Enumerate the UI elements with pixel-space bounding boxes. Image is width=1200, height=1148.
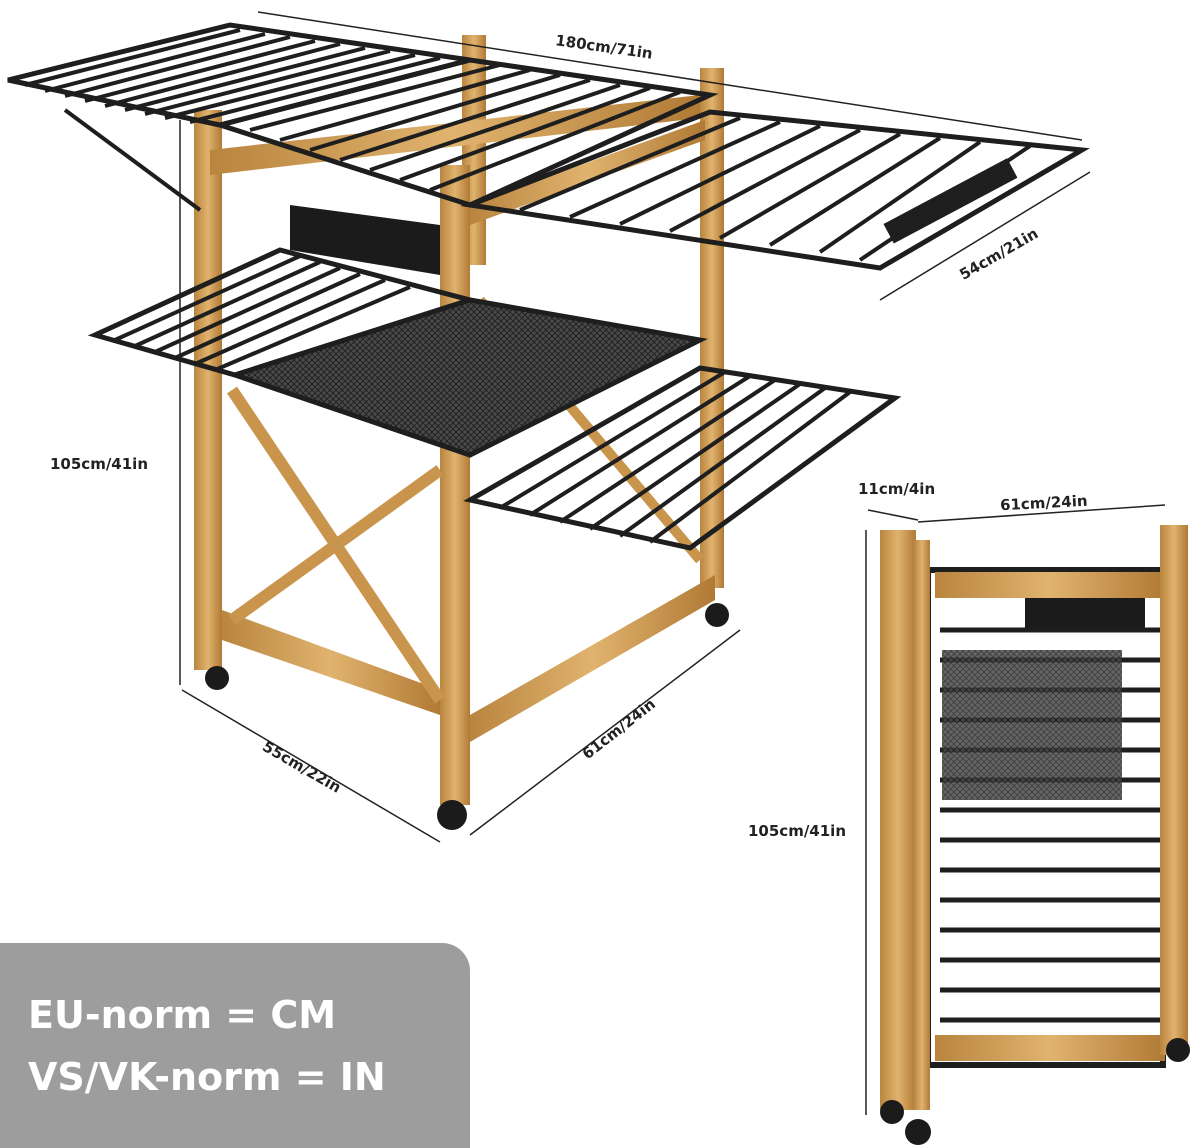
folded-rack [880,525,1190,1145]
dimension-folded-height: 105cm/41in [748,822,847,840]
caster-icon [905,1119,931,1145]
folded-mesh [942,650,1122,800]
mesh-shelf [227,297,708,458]
legend-us-uk-norm: VS/VK-norm = IN [28,1055,386,1099]
dimension-height: 105cm/41in [50,455,149,473]
folded-left-leg [880,530,916,1110]
middle-rack-right-rails [498,370,852,544]
caster-icon [1166,1038,1190,1062]
storage-tray [290,205,440,275]
bottom-side-bar [222,610,440,715]
expanded-dimension-lines [179,11,1091,843]
folded-top-bar [935,572,1165,598]
legend-eu-norm: EU-norm = CM [28,993,337,1037]
clothespin-strip [883,158,1018,244]
caster-icon [437,800,467,830]
folded-right-leg [1160,525,1188,1055]
mid-frame-bar [470,120,705,225]
back-right-leg [700,68,724,588]
cross-brace-2 [228,465,444,625]
folded-bottom-bar [935,1035,1165,1061]
top-rack-center [211,57,719,208]
folded-left-leg-2 [914,540,930,1110]
top-rack-left-rails [24,28,441,124]
top-rack-center-rails [249,63,681,192]
front-left-leg [194,110,222,670]
middle-rack-right-wing [463,365,902,551]
expanded-rack [7,22,1090,830]
folded-tray [1025,598,1145,628]
folded-dimension-lines [865,504,1166,1115]
unit-legend-box: EU-norm = CM VS/VK-norm = IN [0,943,470,1148]
caster-icon [880,1100,904,1124]
wing-support-left [63,108,202,212]
dimension-folded-depth: 11cm/4in [858,480,936,498]
top-rack-right-wing [460,109,1090,271]
caster-icon [705,603,729,627]
front-right-leg [440,165,470,805]
middle-rack-left-rails [114,254,411,372]
bottom-front-bar [470,575,715,742]
caster-icon [205,666,229,690]
